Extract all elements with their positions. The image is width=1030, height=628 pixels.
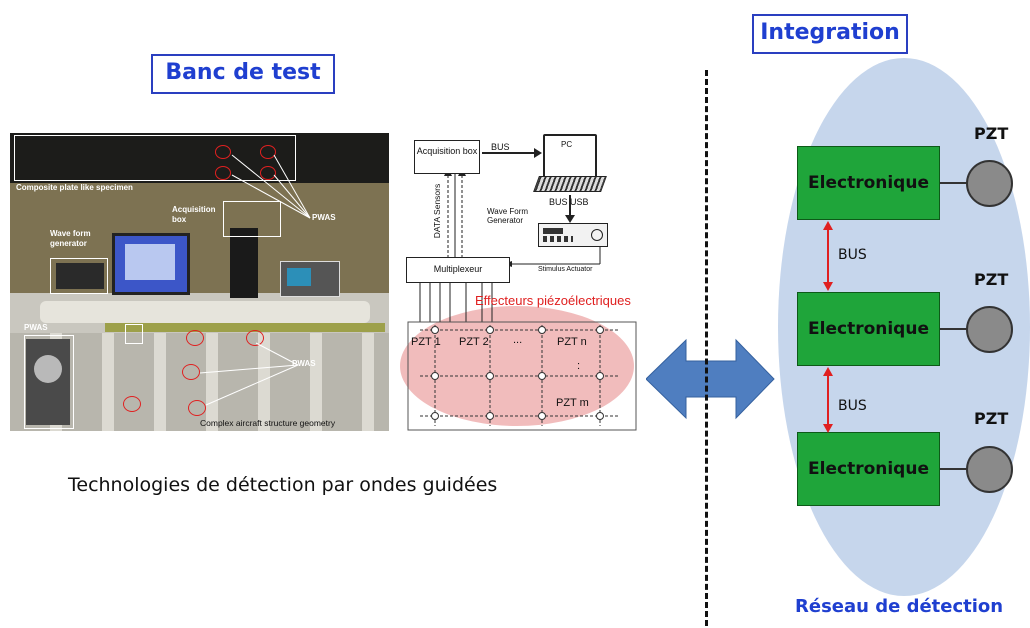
pwas-marker — [123, 396, 141, 412]
bus-label-2: BUS — [838, 398, 867, 414]
caption-text: Technologies de détection par ondes guid… — [68, 474, 498, 496]
pwas-left-label: PWAS — [24, 323, 48, 332]
bus-label-1: BUS — [838, 247, 867, 263]
pzt2-label: PZT 2 — [459, 336, 489, 348]
acquisition-box-node: Acquisition box — [414, 140, 480, 174]
pwas-marker — [188, 400, 206, 416]
wiring-diagram — [407, 148, 637, 431]
composite-plate — [10, 133, 389, 183]
pwas-marker — [260, 145, 276, 159]
pwas-top-label: PWAS — [312, 213, 336, 222]
stiffener-strip — [105, 323, 385, 332]
wave-generator-node — [538, 223, 608, 247]
pzt-label-1: PZT — [974, 124, 1009, 143]
laptop-keyboard — [533, 176, 607, 192]
pwas-marker — [215, 166, 231, 180]
pzt-sensor-icon — [966, 446, 1013, 493]
bus-usb-label: BUS USB — [549, 197, 589, 207]
banc-de-test-title: Banc de test — [151, 54, 335, 94]
acquisition-box-frame — [223, 201, 281, 237]
acquisition-label: Acquisition box — [172, 205, 216, 224]
dots-horizontal: ... — [513, 334, 523, 346]
pzt1-label: PZT 1 — [411, 336, 441, 348]
pc-tower — [230, 228, 258, 298]
electronique-box-2: Electronique — [797, 292, 940, 366]
pwas-closeup-box — [24, 335, 74, 429]
separator-line — [705, 70, 708, 626]
wave-form-label: Wave form generator — [50, 229, 91, 248]
bus-arrows — [823, 221, 833, 433]
wave-generator-device — [56, 263, 104, 289]
stimulus-actuator-label: Stimulus Actuator — [538, 266, 593, 273]
electronique-box-3: Electronique — [797, 432, 940, 506]
bus-label-top: BUS — [491, 142, 510, 152]
electronique-box-1: Electronique — [797, 146, 940, 220]
bidirectional-arrow-icon — [646, 338, 775, 420]
pwas-marker — [215, 145, 231, 159]
pztn-label: PZT n — [557, 336, 587, 348]
pwas-marker — [260, 166, 276, 180]
multiplexeur-node: Multiplexeur — [406, 257, 510, 283]
test-bench-photo: Composite plate like specimen Wave form … — [10, 133, 389, 431]
complex-structure-label: Complex aircraft structure geometry — [200, 418, 336, 428]
pzt-sensor-icon — [966, 306, 1013, 353]
pc-laptop: PC — [543, 134, 597, 178]
oscilloscope — [280, 261, 340, 297]
pwas-bottom-label: PWAS — [292, 359, 316, 368]
effecteurs-label: Effecteurs piézoélectriques — [475, 293, 631, 308]
pwas-sensor-disk — [34, 355, 62, 383]
composite-plate-label: Composite plate like specimen — [16, 183, 133, 192]
composite-plate-box — [14, 135, 296, 181]
data-sensors-label: DATA Sensors — [432, 183, 443, 239]
wave-form-generator-label: Wave Form Generator — [487, 207, 529, 225]
integration-title: Integration — [752, 14, 908, 54]
pzt-label-2: PZT — [974, 270, 1009, 289]
pztm-label: PZT m — [556, 397, 589, 409]
network-footer-label: Réseau de détection — [795, 596, 1004, 617]
pc-label: PC — [561, 140, 573, 149]
pwas-marker — [186, 330, 204, 346]
pzt-label-3: PZT — [974, 409, 1009, 428]
pzt-sensor-icon — [966, 160, 1013, 207]
pwas-pointer-lines — [199, 154, 311, 406]
pwas-marker — [246, 330, 264, 346]
pwas-marker — [182, 364, 200, 380]
computer-monitor — [112, 233, 190, 295]
wave-form-box — [50, 258, 108, 294]
effecteurs-highlight — [400, 306, 634, 426]
dots-vertical: : — [577, 360, 581, 372]
